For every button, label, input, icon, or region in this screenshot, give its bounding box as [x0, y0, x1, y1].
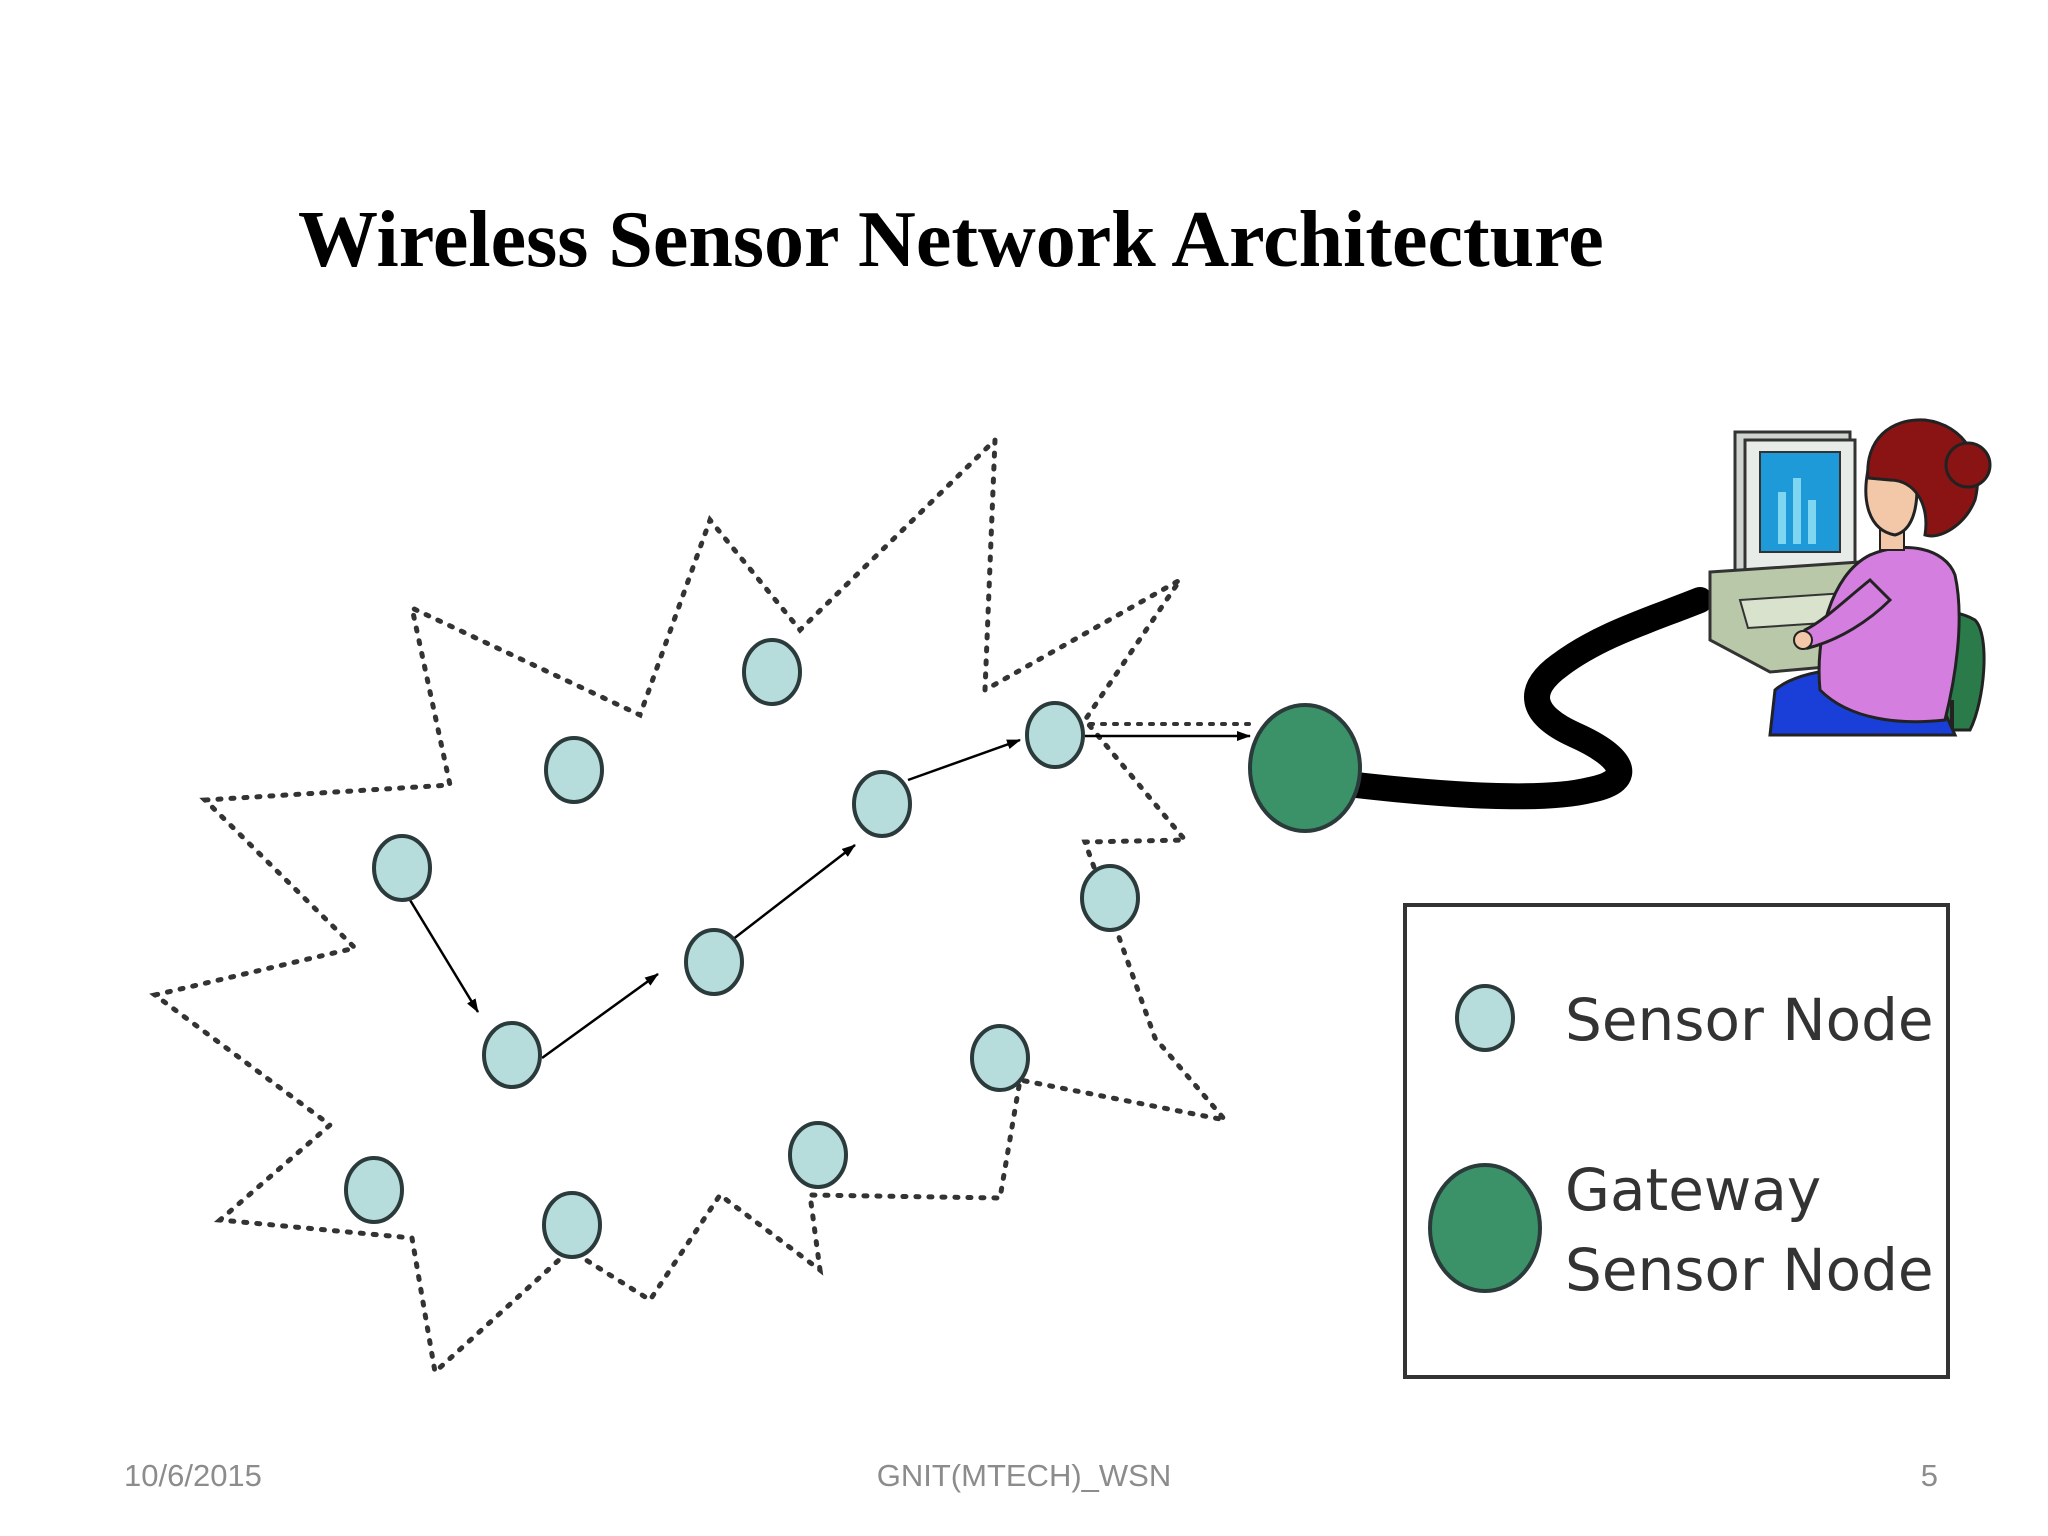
- sensor-node: [852, 770, 912, 838]
- sensor-node: [542, 1191, 602, 1259]
- person-at-computer-icon: [1708, 418, 1992, 737]
- sensor-node: [344, 1156, 404, 1224]
- sensor-node: [1080, 864, 1140, 932]
- legend-gateway-swatch: [1428, 1163, 1542, 1293]
- legend-gateway-label-line1: Gateway: [1565, 1156, 1821, 1224]
- sensor-node: [788, 1121, 848, 1189]
- sensor-node: [1025, 701, 1085, 769]
- sensor-node: [372, 834, 432, 902]
- legend: Sensor Node Gateway Sensor Node: [1403, 903, 1950, 1379]
- routing-path: [408, 731, 1251, 1060]
- sensor-nodes: [344, 638, 1140, 1259]
- footer-center-text: GNIT(MTECH)_WSN: [876, 1458, 1172, 1493]
- gateway-cable: [1287, 587, 1713, 810]
- sensor-node: [544, 736, 604, 804]
- footer-page-number: 5: [1920, 1458, 1938, 1493]
- sensor-node: [684, 928, 744, 996]
- sensor-node: [482, 1021, 542, 1089]
- legend-sensor-node-swatch: [1455, 984, 1515, 1052]
- sensor-field-boundary: [149, 433, 1232, 1377]
- gateway-node: [1248, 703, 1362, 833]
- legend-sensor-node-label: Sensor Node: [1565, 986, 1934, 1054]
- slide-title: Wireless Sensor Network Architecture: [298, 196, 1604, 284]
- sensor-node: [970, 1024, 1030, 1092]
- sensor-node: [742, 638, 802, 706]
- legend-gateway-label-line2: Sensor Node: [1565, 1236, 1934, 1304]
- footer-date: 10/6/2015: [124, 1458, 262, 1493]
